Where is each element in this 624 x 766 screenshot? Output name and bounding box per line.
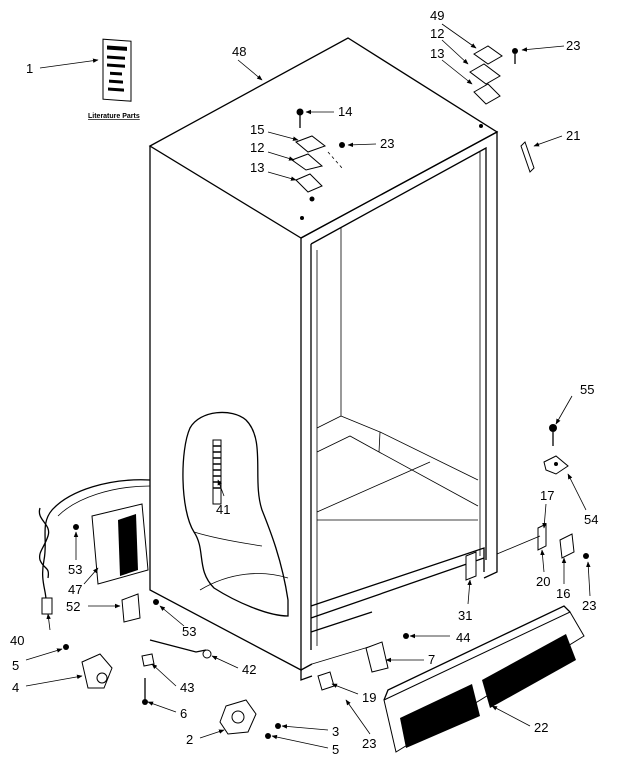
callout-41: 41	[216, 502, 230, 517]
callout-16: 16	[556, 586, 570, 601]
literature-parts-label: Literature Parts	[88, 113, 140, 120]
part-31-bracket	[465, 551, 477, 581]
part-2-assembly	[219, 699, 281, 739]
part-19-clip	[317, 671, 335, 691]
part-21-pin	[520, 141, 535, 173]
callout-13-mid: 13	[250, 160, 264, 175]
callout-40: 40	[10, 633, 24, 648]
callout-52: 52	[66, 599, 80, 614]
center-hinge-assembly	[290, 108, 345, 220]
callout-17: 17	[540, 488, 554, 503]
callout-47: 47	[68, 582, 82, 597]
callout-23-top: 23	[566, 38, 580, 53]
callout-54: 54	[584, 512, 598, 527]
callout-21: 21	[566, 128, 580, 143]
callout-53-lower: 53	[182, 624, 196, 639]
callout-14: 14	[338, 104, 352, 119]
callout-7: 7	[428, 652, 435, 667]
callout-23-mid: 23	[380, 136, 394, 151]
callout-12-top: 12	[430, 26, 444, 41]
callout-31: 31	[458, 608, 472, 623]
callout-6: 6	[180, 706, 187, 721]
callout-42: 42	[242, 662, 256, 677]
callout-12-mid: 12	[250, 140, 264, 155]
callout-2: 2	[186, 732, 193, 747]
callout-49: 49	[430, 8, 444, 23]
callout-20: 20	[536, 574, 550, 589]
callout-15: 15	[250, 122, 264, 137]
callout-19: 19	[362, 690, 376, 705]
part-22-grille	[383, 605, 585, 753]
callout-55: 55	[580, 382, 594, 397]
callout-5-left: 5	[12, 658, 19, 673]
callout-labels: 1 48 49 12 13 23 14 15 12 13 23 21 55 54…	[10, 8, 598, 757]
callout-43: 43	[180, 680, 194, 695]
part-44-screw	[403, 633, 409, 639]
callout-44: 44	[456, 630, 470, 645]
callout-3: 3	[332, 724, 339, 739]
part-7-bracket	[365, 641, 389, 673]
callout-48: 48	[232, 44, 246, 59]
leader-arrows	[25, 23, 591, 749]
callout-23-bottom: 23	[362, 736, 376, 751]
callout-13-top: 13	[430, 46, 444, 61]
callout-23-right: 23	[582, 598, 596, 613]
callout-5-bottom: 5	[332, 742, 339, 757]
callout-22: 22	[534, 720, 548, 735]
power-cord-parts	[38, 479, 212, 705]
right-side-parts	[496, 424, 589, 559]
cabinet	[148, 37, 499, 681]
literature-parts-booklet	[102, 38, 132, 102]
top-right-hinge-assembly	[469, 45, 518, 128]
callout-53-upper: 53	[68, 562, 82, 577]
callout-4: 4	[12, 680, 19, 695]
callout-1: 1	[26, 61, 33, 76]
